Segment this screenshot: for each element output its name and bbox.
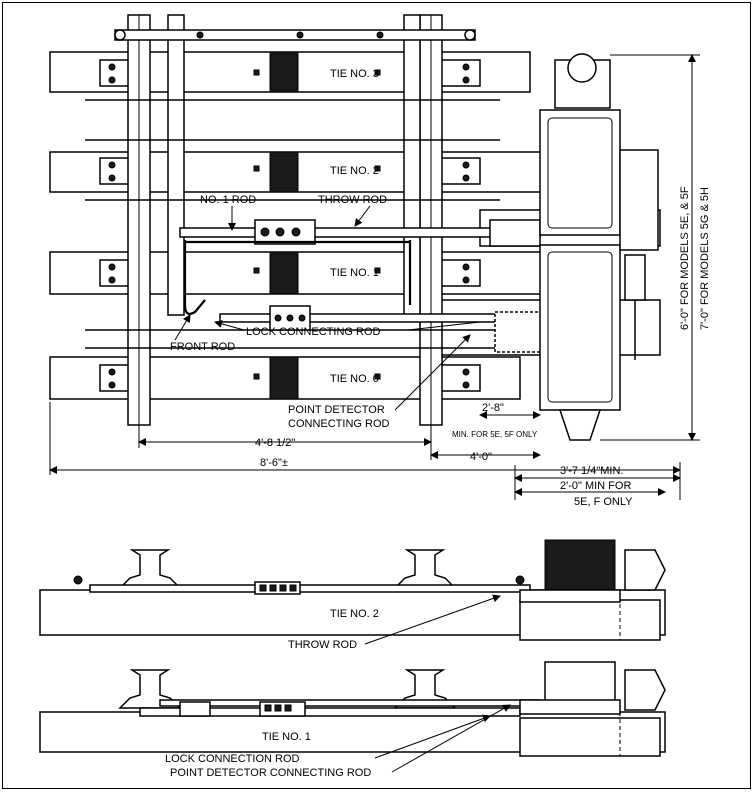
dim-6ft: 6'-0" FOR MODELS 5E, & 5F <box>679 186 691 330</box>
dim-2ft-min-1: 2'-0" MIN FOR <box>560 480 631 492</box>
dim-7ft: 7'-0" FOR MODELS 5G & 5H <box>699 187 711 330</box>
dim-min-5e: MIN. FOR 5E, 5F ONLY <box>452 430 538 439</box>
elev-top-throw-rod-label: THROW ROD <box>288 639 357 651</box>
dim-overall: 8'-6"± <box>260 457 288 469</box>
lock-connecting-rod-label: LOCK CONNECTING ROD <box>246 326 381 338</box>
elev-top-tie-label: TIE NO. 2 <box>330 608 379 620</box>
tie-3-label: TIE NO. 3 <box>330 68 379 80</box>
left-rail <box>127 14 151 426</box>
left-switch-point <box>167 14 185 316</box>
front-rod-plan <box>183 240 206 315</box>
elev-bottom-tie-label: TIE NO. 1 <box>262 731 311 743</box>
dim-gauge: 4'-8 1/2" <box>255 437 295 449</box>
no1-rod-label: NO. 1 ROD <box>200 194 256 206</box>
plan-view: TIE NO. 3 TIE NO. 2 TIE NO. 1 TIE NO. 0 … <box>49 14 711 508</box>
tie-1-label: TIE NO. 1 <box>330 267 379 279</box>
front-rod-label: FRONT ROD <box>170 341 235 353</box>
dim-3ft7: 3'-7 1/4"MIN. <box>560 465 623 477</box>
right-rail <box>419 14 443 426</box>
throw-rod-label: THROW ROD <box>318 194 387 206</box>
elev-bottom-lock-rod-label: LOCK CONNECTION ROD <box>165 753 300 765</box>
point-detector-label-1: POINT DETECTOR <box>288 404 385 416</box>
dim-2ft-min-2: 5E, F ONLY <box>574 496 633 508</box>
tie-0-label: TIE NO. 0 <box>330 373 379 385</box>
tie-2-label: TIE NO. 2 <box>330 165 379 177</box>
point-detector-label-2: CONNECTING ROD <box>288 418 390 430</box>
right-switch-point <box>403 14 421 316</box>
head-rod <box>114 29 476 41</box>
elevation-tie-1: TIE NO. 1 LOCK CONNECTION ROD POINT DETE… <box>39 661 666 779</box>
elevation-tie-2: TIE NO. 2 THROW ROD <box>39 539 666 651</box>
switch-machine-plan <box>539 53 659 441</box>
dim-2ft8: 2'-8" <box>482 402 504 414</box>
dim-4ft: 4'-0" <box>470 451 492 463</box>
elev-bottom-point-detector-label: POINT DETECTOR CONNECTING ROD <box>170 767 371 779</box>
